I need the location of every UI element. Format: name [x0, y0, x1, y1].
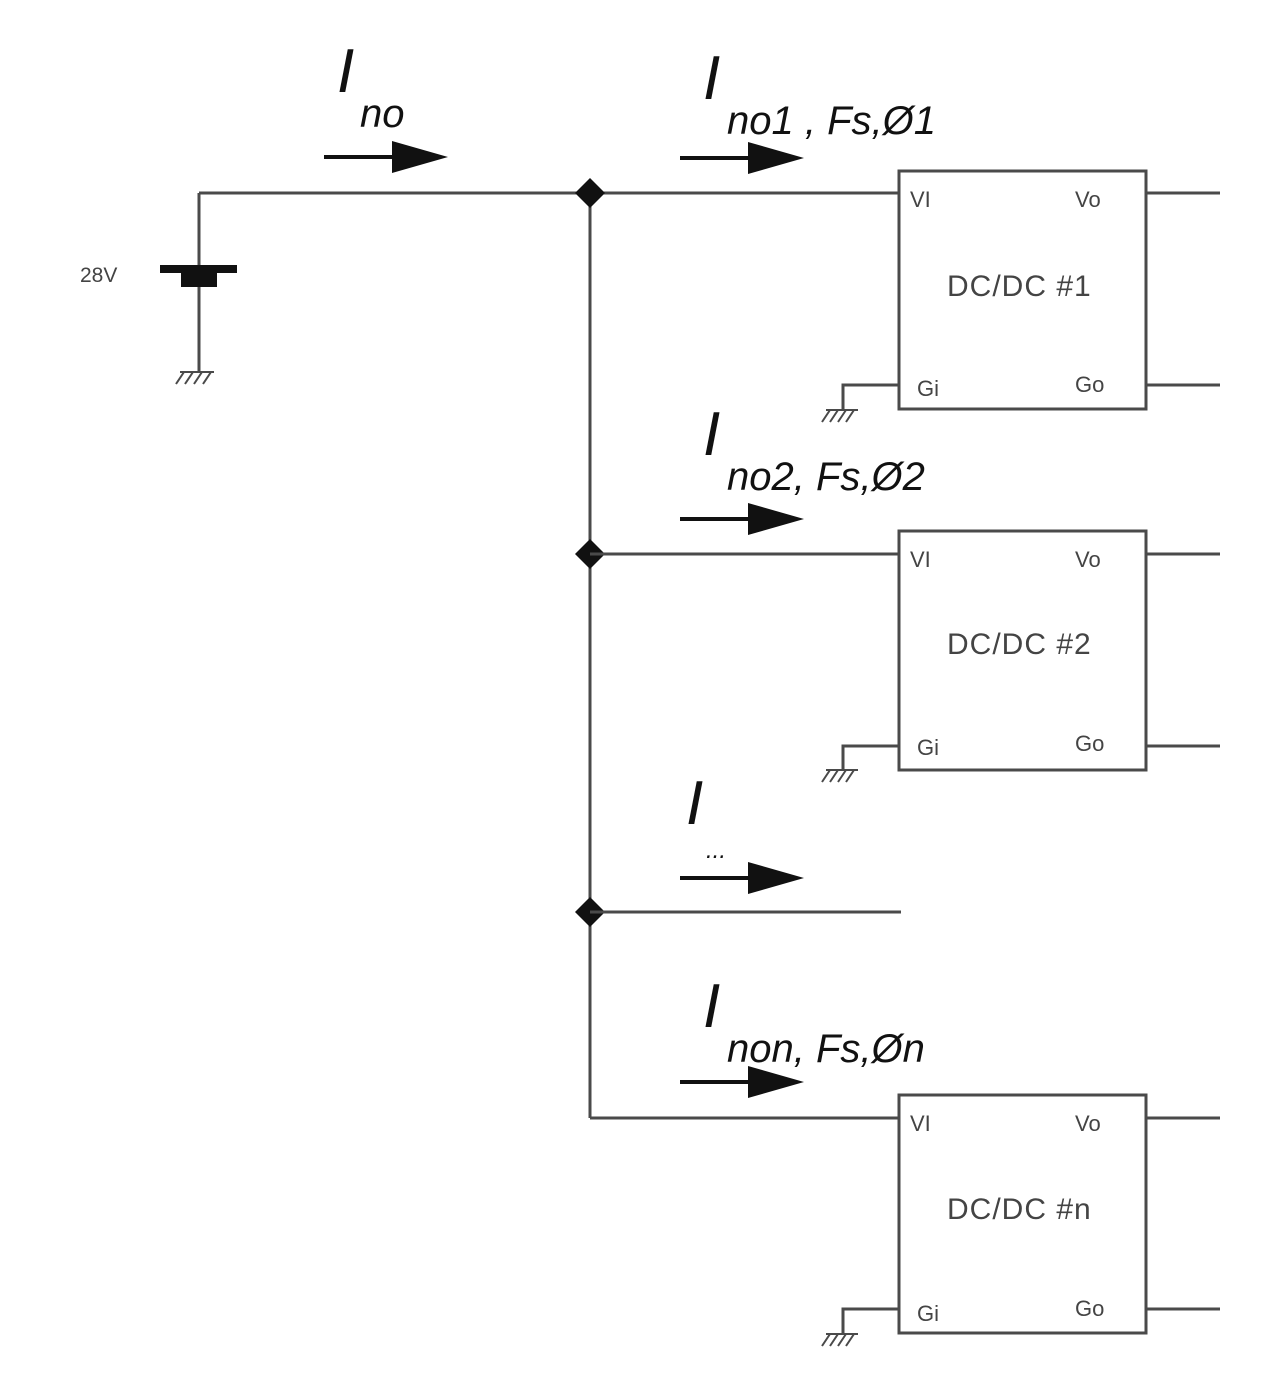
dcdc-2-pin-gi: Gi	[917, 735, 939, 760]
dcdc-2-pin-vo: Vo	[1075, 547, 1101, 572]
branch-1-arrow	[680, 142, 804, 174]
dcdc-1-label: DC/DC #1	[947, 270, 1092, 303]
dcdc-2-gi-wire	[841, 744, 899, 770]
branch-n-current-symbol: I	[703, 972, 720, 1041]
dcdc-1-ground-icon	[821, 409, 858, 423]
dcdc-1-box	[897, 169, 1148, 411]
dcdc-1-gi-wire	[841, 383, 899, 410]
dcdc-2-ground-icon	[821, 769, 858, 783]
branch-ellipsis: I ...	[590, 769, 901, 914]
dcdc-n-pin-vo: Vo	[1075, 1111, 1101, 1136]
dcdc-n-label: DC/DC #n	[947, 1193, 1092, 1226]
main-current-label: I no	[337, 37, 405, 136]
dcdc-n-ground-icon	[821, 1333, 858, 1347]
dcdc-n-box	[897, 1093, 1148, 1335]
main-current-subscript: no	[360, 92, 405, 136]
junction-node-1	[575, 178, 605, 208]
branch-2-current-subscript: no2, Fs,Ø2	[727, 455, 925, 499]
dcdc-2-pin-go: Go	[1075, 731, 1104, 756]
branch-n-arrow	[680, 1066, 804, 1098]
main-current-symbol: I	[337, 37, 354, 106]
branch-1: I no1 , Fs,Ø1 VI Vo DC/DC #1 Gi Go	[680, 44, 1220, 423]
dcdc-2-pin-vi: VI	[910, 547, 931, 572]
source-voltage-label: 28V	[80, 264, 117, 287]
branch-2-current-symbol: I	[703, 400, 720, 469]
branch-1-current-symbol: I	[703, 44, 720, 113]
source-ground-icon	[175, 371, 214, 385]
branch-ellipsis-current-symbol: I	[686, 769, 703, 838]
dcdc-1-pin-vo: Vo	[1075, 187, 1101, 212]
dcdc-1-pin-gi: Gi	[917, 376, 939, 401]
dcdc-1-pin-go: Go	[1075, 372, 1104, 397]
branch-ellipsis-current-subscript: ...	[706, 837, 726, 864]
branch-n-current-subscript: non, Fs,Øn	[727, 1027, 925, 1071]
dcdc-n-pin-vi: VI	[910, 1111, 931, 1136]
dcdc-1-pin-vi: VI	[910, 187, 931, 212]
branch-ellipsis-arrow	[680, 862, 804, 894]
dcdc-2-box	[897, 529, 1148, 772]
branch-2-arrow	[680, 503, 804, 535]
battery-short-plate	[181, 273, 217, 287]
battery-source: 28V	[80, 193, 237, 385]
branch-2: I no2, Fs,Ø2 VI Vo DC/DC #2 Gi Go	[590, 400, 1220, 783]
dcdc-n-pin-go: Go	[1075, 1296, 1104, 1321]
main-current-arrow	[324, 141, 448, 173]
dcdc-n-pin-gi: Gi	[917, 1301, 939, 1326]
branch-1-current-subscript: no1 , Fs,Ø1	[727, 99, 936, 143]
branch-n: I non, Fs,Øn VI Vo DC/DC #n Gi Go	[590, 972, 1220, 1347]
dcdc-2-label: DC/DC #2	[947, 628, 1092, 661]
dcdc-n-gi-wire	[841, 1307, 899, 1334]
